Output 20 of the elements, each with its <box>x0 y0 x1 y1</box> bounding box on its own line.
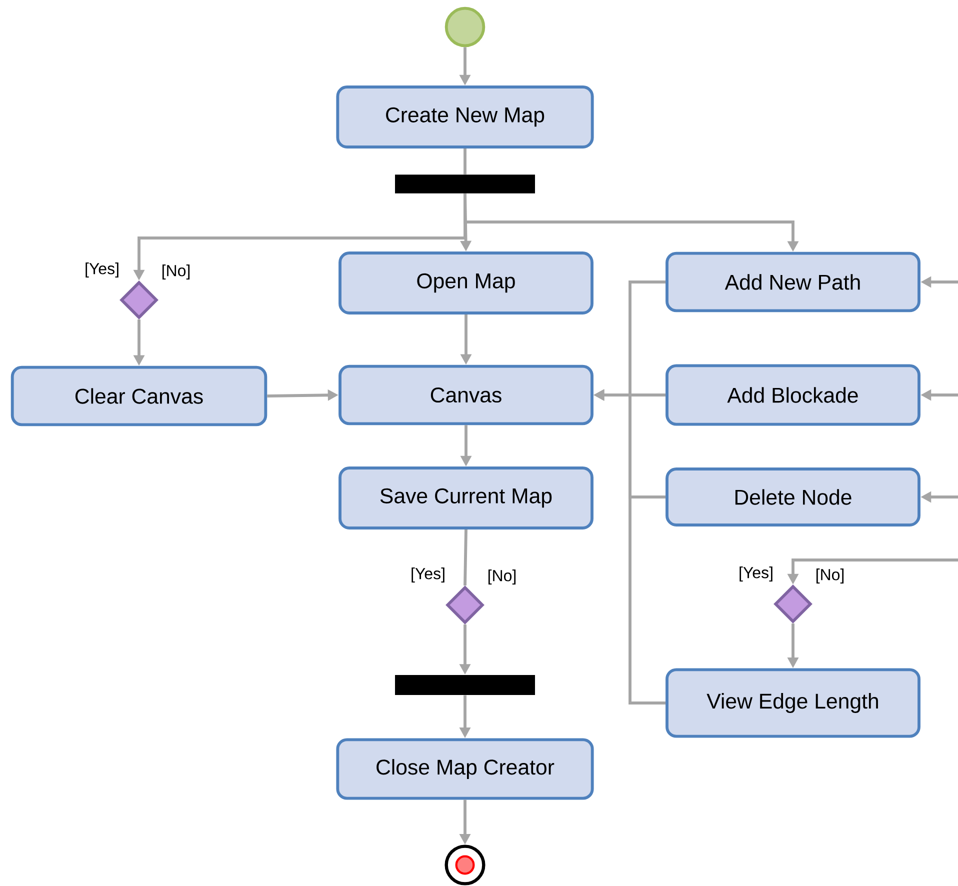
action-box: Canvas <box>338 364 594 426</box>
action-box: View Edge Length <box>666 668 920 738</box>
initial-node <box>444 6 486 48</box>
guard-label: [No] <box>816 568 844 584</box>
guard-label: [Yes] <box>412 568 444 582</box>
fork-bar <box>395 174 535 194</box>
action-box: Add New Path <box>666 252 920 312</box>
guard-label: [Yes] <box>86 262 118 278</box>
final-node <box>444 844 486 886</box>
fork-bar <box>395 675 535 695</box>
guard-label: [Yes] <box>740 566 772 582</box>
action-box: Clear Canvas <box>10 366 268 426</box>
guard-label: [No] <box>162 264 190 280</box>
guard-label: [No] <box>488 570 516 584</box>
action-box: Close Map Creator <box>336 738 594 800</box>
action-box: Open Map <box>338 252 594 314</box>
action-box: Delete Node <box>666 468 920 526</box>
action-box: Save Current Map <box>338 466 594 530</box>
action-box: Create New Map <box>336 86 594 148</box>
action-box: Add Blockade <box>666 364 920 426</box>
